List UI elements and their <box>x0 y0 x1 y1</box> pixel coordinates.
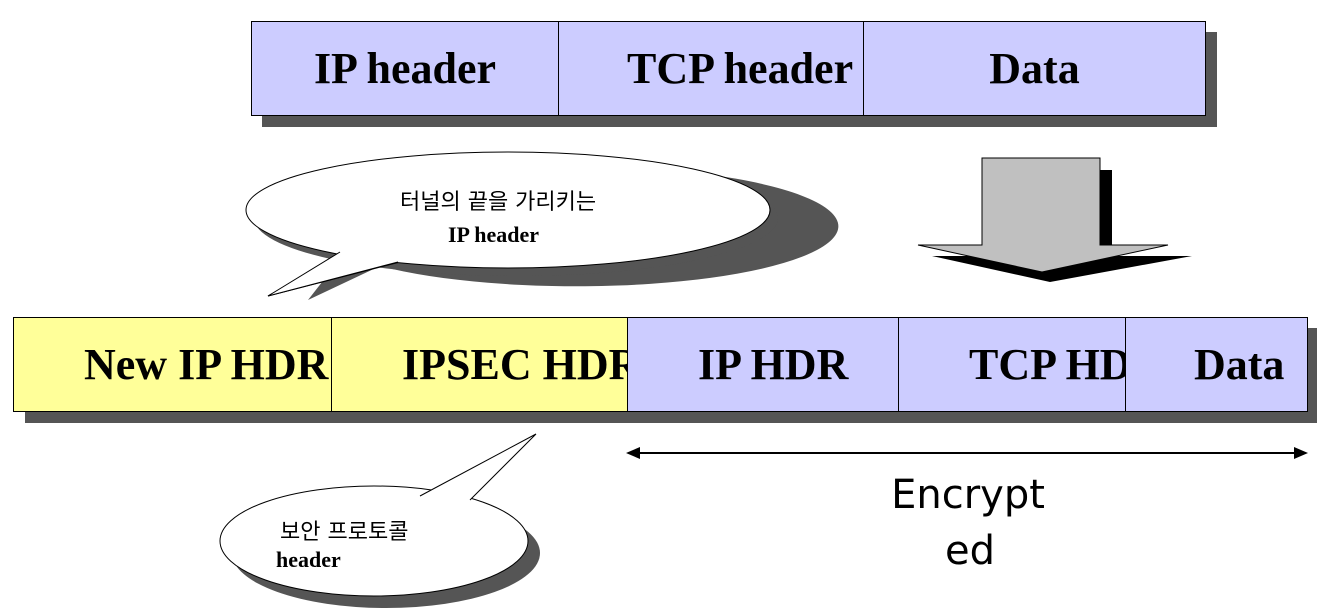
top-tcp-header-label: TCP header <box>627 44 854 93</box>
ipsec-hdr-label: IPSEC HDR <box>402 340 628 389</box>
tcp-hdr-label: TCP HDR <box>969 340 1125 389</box>
top-ip-header-cell: IP header <box>251 21 559 116</box>
protocol-callout <box>219 485 529 597</box>
top-data-label: Data <box>989 44 1080 93</box>
top-tcp-header-cell: TCP header <box>558 21 864 116</box>
ipsec-hdr-cell: IPSEC HDR <box>331 317 628 412</box>
new-ip-hdr-label: New IP HDR <box>84 340 329 389</box>
data-cell: Data <box>1125 317 1308 412</box>
new-ip-hdr-cell: New IP HDR <box>13 317 332 412</box>
tunnel-callout-line1: 터널의 끝을 가리키는 <box>400 190 597 215</box>
protocol-callout-line1: 보안 프로토콜 <box>280 520 409 545</box>
encrypted-label-line2: ed <box>945 528 995 574</box>
protocol-callout-tail <box>419 433 537 501</box>
top-ip-header-label: IP header <box>313 44 497 93</box>
encrypted-range-left-head <box>626 447 640 459</box>
tcp-hdr-cell: TCP HDR <box>898 317 1126 412</box>
protocol-callout-line2: header <box>276 547 341 572</box>
encrypted-label-line1: Encrypt <box>891 472 1045 518</box>
tunnel-callout-line2: IP header <box>448 222 540 247</box>
encrypted-range-right-head <box>1294 447 1308 459</box>
ip-hdr-label: IP HDR <box>698 340 849 389</box>
top-data-cell: Data <box>863 21 1206 116</box>
data-label: Data <box>1194 340 1285 389</box>
down-arrow <box>917 157 1169 273</box>
ip-hdr-cell: IP HDR <box>627 317 899 412</box>
tunnel-callout <box>245 151 771 269</box>
